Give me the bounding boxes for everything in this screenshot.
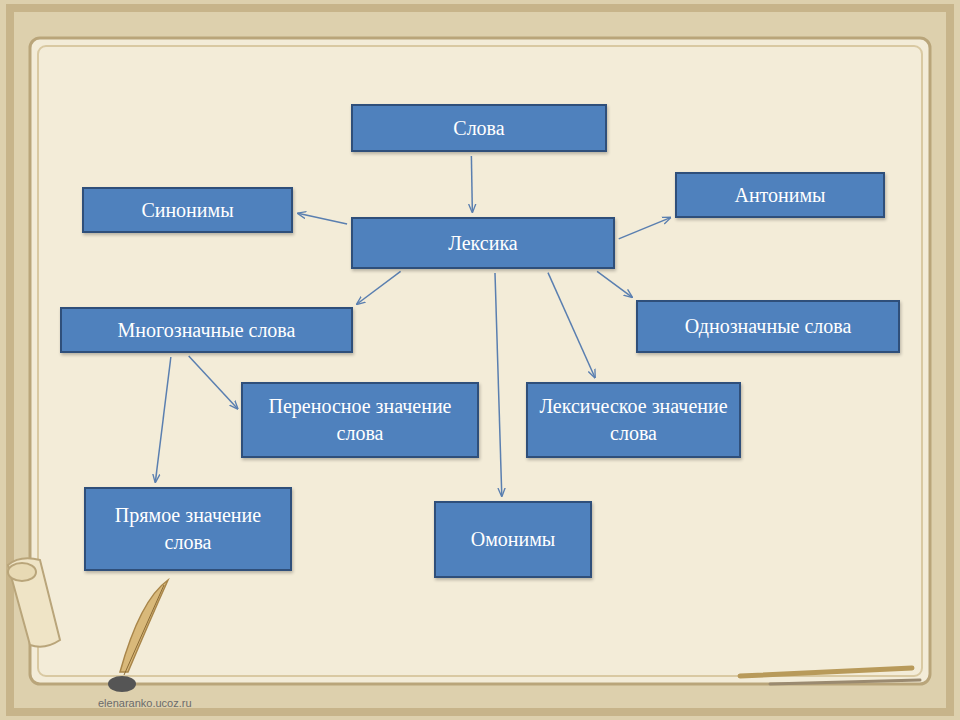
arrow-connector xyxy=(189,356,238,409)
concept-box: Синонимы xyxy=(82,187,293,233)
concept-box: Антонимы xyxy=(675,172,885,218)
box-label: Синонимы xyxy=(133,197,241,224)
inner-panel xyxy=(30,38,930,684)
box-label: Однозначные слова xyxy=(677,313,860,340)
box-label: Слова xyxy=(445,115,512,142)
box-label: Антонимы xyxy=(726,182,833,209)
scroll-illustration xyxy=(8,558,60,646)
concept-box: Переносное значение слова xyxy=(241,382,479,458)
arrow-connector xyxy=(155,357,171,482)
quill-illustration xyxy=(108,580,168,692)
concept-box: Однозначные слова xyxy=(636,300,900,353)
arrow-connector xyxy=(298,213,347,224)
concept-box: Омонимы xyxy=(434,501,592,578)
arrow-connector xyxy=(548,273,595,378)
watermark: elenaranko.ucoz.ru xyxy=(98,697,192,709)
box-label: Многозначные слова xyxy=(110,317,304,344)
inner-border xyxy=(38,46,922,676)
concept-box: Лексика xyxy=(351,217,615,269)
box-label: Лексика xyxy=(440,230,525,257)
arrow-connector xyxy=(471,156,473,212)
box-label: Омонимы xyxy=(463,526,564,553)
arrow-connector xyxy=(597,271,632,297)
frame-ornament xyxy=(10,8,950,712)
concept-box: Лексическое значение слова xyxy=(526,382,741,458)
box-label: Прямое значение слова xyxy=(86,502,290,556)
box-label: Переносное значение слова xyxy=(243,393,477,447)
arrow-connector xyxy=(619,218,671,239)
arrow-connector xyxy=(357,271,401,304)
box-label: Лексическое значение слова xyxy=(528,393,739,447)
concept-box: Многозначные слова xyxy=(60,307,353,353)
pen-illustration xyxy=(740,668,920,684)
arrow-connector xyxy=(495,273,502,496)
concept-box: Прямое значение слова xyxy=(84,487,292,571)
concept-box: Слова xyxy=(351,104,607,152)
